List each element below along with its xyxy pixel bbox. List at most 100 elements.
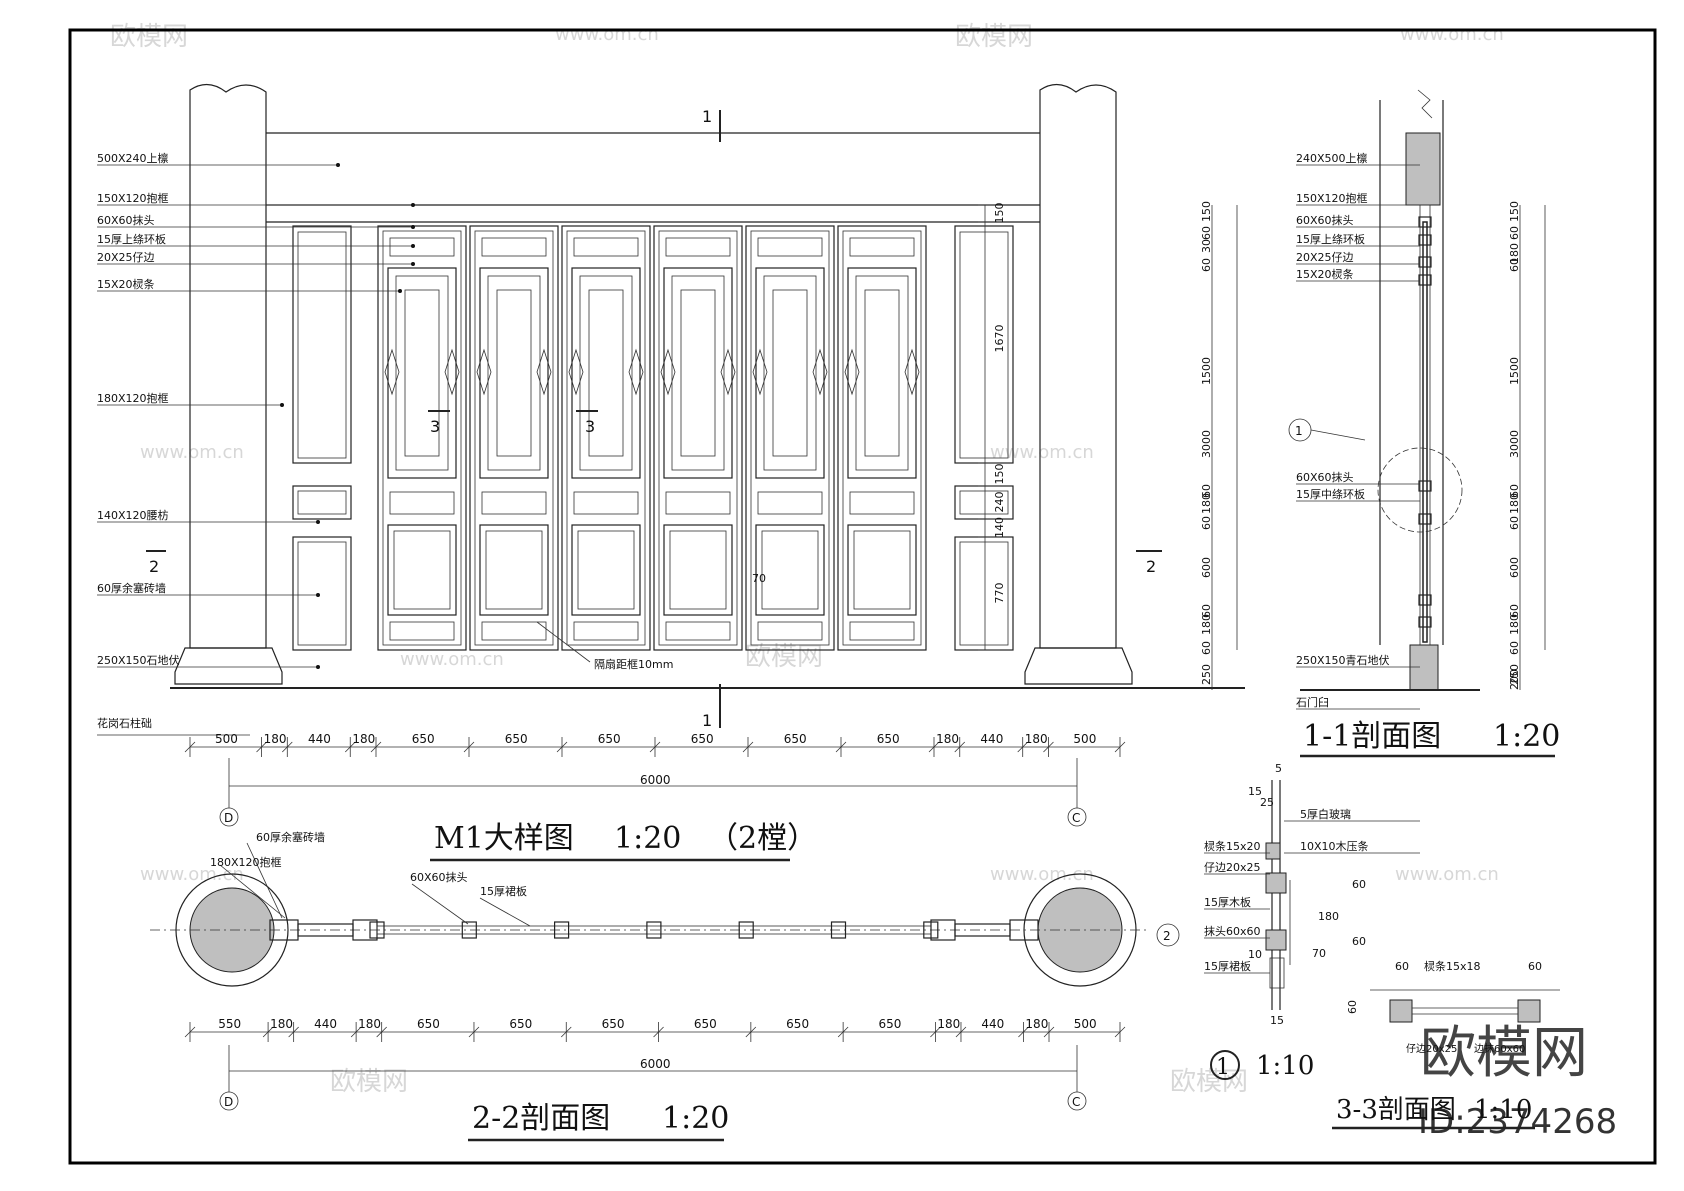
section11-dim: 60 (1508, 604, 1521, 618)
callout-dot (316, 665, 320, 669)
elevation-total: 6000 (640, 773, 671, 787)
section11-label: 250X150青石地伏 (1296, 653, 1390, 667)
section11-node (1418, 274, 1432, 286)
plan-axis-mark: 2 (1163, 929, 1171, 943)
watermark-brand: 欧模网 (955, 22, 1033, 52)
callout-dot (336, 163, 340, 167)
plan-label-rail: 60X60抹头 (410, 871, 468, 884)
detail1-dim: 180 (1318, 910, 1339, 923)
section33-title: 3-3剖面图 (1336, 1095, 1456, 1125)
callout-label: 500X240上檩 (97, 151, 169, 165)
detail1-dim: 15 (1270, 1014, 1284, 1027)
section11-node (1418, 234, 1432, 246)
section11-dim: 600 (1200, 557, 1213, 578)
callout-label: 15厚上绦环板 (97, 232, 166, 246)
dim-label: 140 (993, 517, 1006, 538)
door-leaves (377, 225, 927, 651)
section11-dim: 60 (1200, 226, 1213, 240)
section11-dim: 250 (1200, 664, 1213, 685)
section33-dim-vertical: 60 (1346, 1000, 1359, 1014)
callout-label: 180X120抱框 (97, 391, 169, 405)
section-1-1: 1 240X500上檩150X120抱框60X60抹头15厚上绦环板20X25仔… (1200, 89, 1560, 758)
section11-dim: 60 (1200, 516, 1213, 530)
watermark-brand: 欧模网 (745, 642, 823, 672)
section11-dim: 60 (1200, 604, 1213, 618)
left-side-panel-middle (292, 485, 352, 520)
watermark-url: www.om.cn (400, 649, 504, 670)
section33-label-edge: 仔边20x25 (1406, 1043, 1457, 1055)
dim-value: 650 (598, 732, 621, 746)
section22-title: 2-2剖面图 (472, 1101, 610, 1136)
dim-value: 650 (412, 732, 435, 746)
watermark-layer: 欧模网 欧模网 www.om.cn www.om.cn www.om.cn ww… (110, 22, 1617, 1142)
section11-scale: 1:20 (1493, 719, 1560, 754)
watermark-brand: 欧模网 (110, 22, 188, 52)
section11-label: 15X20棂条 (1296, 267, 1354, 281)
plan-stile (738, 921, 754, 939)
callout-dot (316, 520, 320, 524)
dim-value: 440 (981, 1017, 1004, 1031)
detail1-dim: 60 (1352, 878, 1366, 891)
plan-label-frame: 180X120抱框 (210, 855, 282, 869)
dim-value: 180 (352, 732, 375, 746)
section11-dim: 60 (1200, 641, 1213, 655)
section11-label: 60X60抹头 (1296, 471, 1354, 484)
section11-nodes (1418, 216, 1432, 628)
elevation-title: M1大样图 (434, 821, 574, 856)
section11-dim: 60 (1508, 258, 1521, 272)
dim-value: 650 (691, 732, 714, 746)
watermark-logo-text: 欧模网 (1420, 1021, 1588, 1086)
callout-label: 140X120腰枋 (97, 508, 169, 522)
dim-value: 650 (509, 1017, 532, 1031)
section11-dim: 180 (1200, 493, 1213, 514)
section-mark-3-left: 3 (430, 417, 440, 436)
callout-dot (411, 244, 415, 248)
detail1-label: 棂条15x20 (1204, 839, 1261, 853)
section11-sill (1409, 644, 1439, 691)
section11-node (1418, 616, 1432, 628)
detail1-dim: 70 (1312, 947, 1326, 960)
detail1-dim: 60 (1352, 935, 1366, 948)
watermark-brand: 欧模网 (1170, 1067, 1248, 1097)
right-column-base (1024, 647, 1133, 685)
axis-right: C (1072, 811, 1080, 825)
plan-stile (923, 921, 939, 939)
plan-stile (830, 921, 847, 939)
callout-dot (411, 262, 415, 266)
dim-value: 440 (308, 732, 331, 746)
section11-dim: 250 (1508, 664, 1521, 685)
section11-dim: 180 (1508, 243, 1521, 264)
detail1-label: 10X10木压条 (1300, 839, 1369, 853)
plan-label-panel: 15厚裙板 (480, 884, 527, 898)
section11-dim: 60 (1508, 516, 1521, 530)
section11-dim: 1500 (1508, 357, 1521, 385)
dim-value: 500 (215, 732, 238, 746)
section11-title: 1-1剖面图 (1303, 719, 1441, 754)
dim-value: 180 (264, 732, 287, 746)
dim-value: 180 (1025, 732, 1048, 746)
callout-label: 20X25仔边 (97, 251, 155, 264)
section11-label: 15厚中绦环板 (1296, 487, 1365, 501)
section11-detail-mark: 1 (1295, 424, 1303, 438)
section33-scale: 1:10 (1474, 1095, 1532, 1125)
section11-label: 15厚上绦环板 (1296, 232, 1365, 246)
section33-label-mullion: 棂条15x18 (1424, 959, 1481, 973)
section33-dim-left: 60 (1395, 960, 1409, 973)
plan-total: 6000 (640, 1057, 671, 1071)
dim-value: 550 (218, 1017, 241, 1031)
section11-dim: 30 (1200, 239, 1213, 253)
plan-stiles (369, 921, 939, 939)
detail1-mark: 1 (1216, 1055, 1230, 1080)
dim-label: 240 (993, 492, 1006, 513)
detail-1: 5厚白玻璃10X10木压条棂条15x20仔边20x2515厚木板抹头60x601… (1204, 762, 1420, 1081)
callout-dot (316, 593, 320, 597)
plan-stile (461, 921, 477, 939)
section11-label: 240X500上檩 (1296, 151, 1368, 165)
section33-label-frame: 边抹60x60 (1474, 1042, 1525, 1055)
watermark-url: www.om.cn (140, 442, 244, 463)
watermark-url: www.om.cn (555, 24, 659, 45)
detail1-labels: 5厚白玻璃10X10木压条棂条15x20仔边20x2515厚木板抹头60x601… (1204, 807, 1420, 974)
